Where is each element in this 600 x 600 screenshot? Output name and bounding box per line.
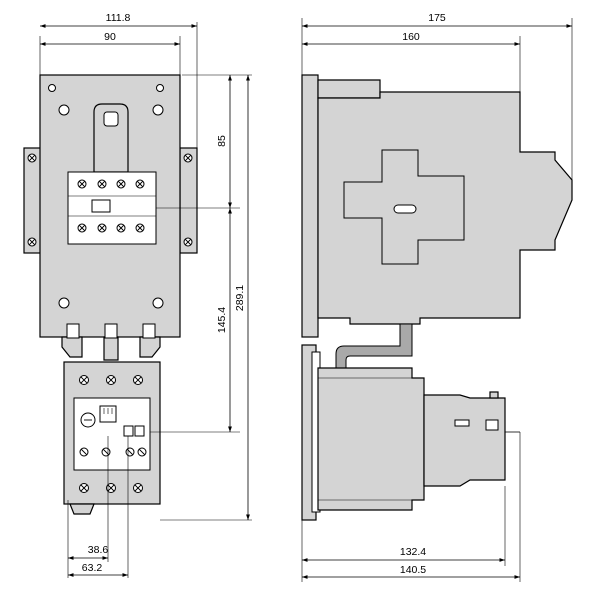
dim-front-height-total: 289.1	[234, 285, 246, 311]
dim-side-depth-inner: 160	[402, 31, 420, 43]
top-tab	[93, 103, 129, 173]
dim-side-bottom-depth-2: 140.5	[400, 564, 426, 576]
side-back-plate	[301, 74, 319, 338]
relay-top-tab	[489, 391, 499, 399]
relay-front-extension	[423, 394, 506, 487]
dim-front-height-lower: 145.4	[216, 307, 228, 333]
front-view	[23, 74, 198, 515]
side-view	[301, 74, 573, 521]
lug-window	[66, 323, 80, 339]
front-dimension-lines	[39, 22, 252, 578]
reset-button	[134, 425, 145, 437]
dim-front-height-upper: 85	[216, 135, 228, 147]
dim-front-width-inner: 90	[104, 31, 116, 43]
dim-front-bottom-offset-2: 63.2	[82, 562, 103, 574]
relay-screw-icon	[79, 375, 143, 493]
connecting-bar	[335, 323, 413, 369]
lug-middle	[103, 336, 119, 361]
test-button	[123, 425, 134, 437]
dim-side-depth-total: 175	[428, 12, 446, 24]
label-window	[91, 199, 111, 213]
lug-window	[142, 323, 156, 339]
relay-knob	[485, 419, 499, 431]
plate-screw-icon	[27, 153, 193, 247]
relay-side-body	[317, 367, 425, 511]
tab-slot	[103, 111, 119, 127]
side-top-lip	[317, 79, 381, 99]
relay-foot	[69, 503, 95, 515]
left-mounting-plate	[23, 147, 42, 254]
mounting-hole-icon	[48, 84, 164, 309]
relay-indicator	[454, 419, 470, 427]
terminal-screw-icon	[77, 179, 145, 233]
lug-window	[104, 323, 118, 339]
lug-right	[139, 336, 161, 358]
dim-side-bottom-depth-1: 132.4	[400, 546, 426, 558]
lug-left	[61, 336, 83, 358]
side-slot	[393, 204, 417, 214]
right-mounting-plate	[179, 147, 198, 254]
side-dimension-lines	[301, 18, 573, 582]
dim-front-bottom-offset-1: 38.6	[88, 544, 109, 556]
dim-front-width-outer: 111.8	[106, 12, 131, 24]
